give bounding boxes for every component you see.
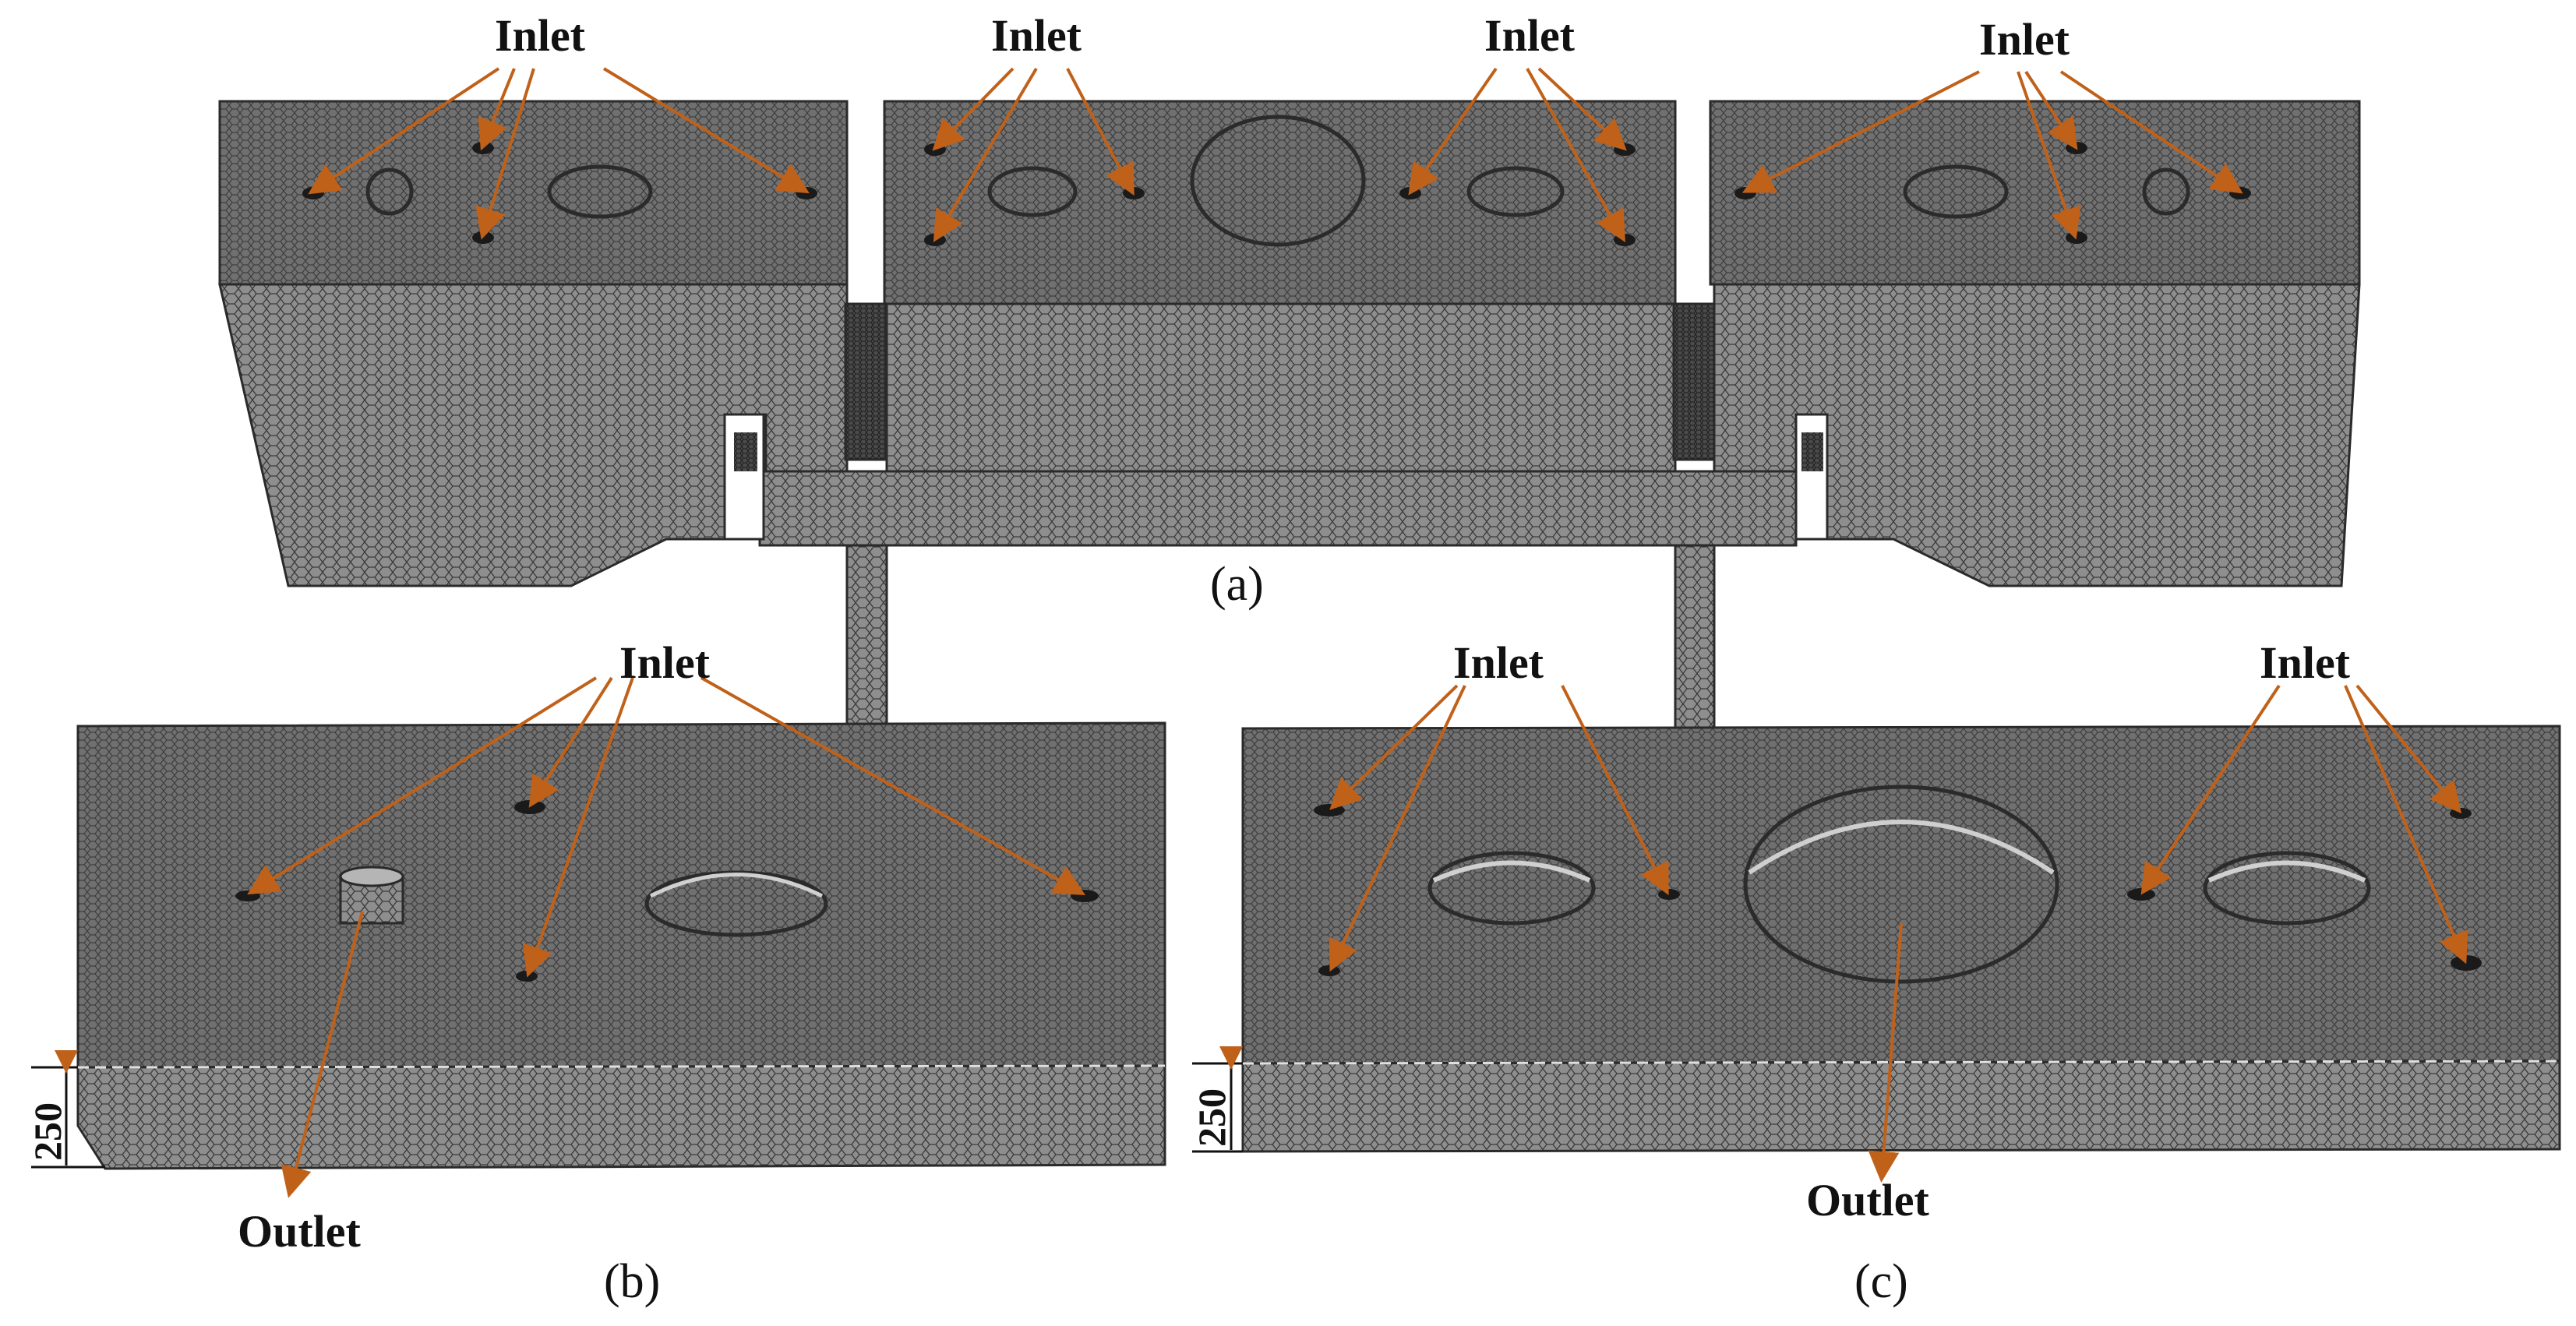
panel-a-gap-right: [1672, 302, 1716, 461]
caption-b: (b): [604, 1255, 660, 1308]
panel-a-gap-left: [844, 302, 887, 461]
inlet-hole: [516, 971, 538, 982]
inlet-hole: [1658, 889, 1680, 900]
dimension-label: 250: [26, 1102, 69, 1161]
panel-b-side-face: [76, 1064, 1166, 1170]
dimension-label: 250: [1190, 1088, 1233, 1147]
inlet-hole: [1318, 965, 1340, 976]
inlet-hole: [2229, 187, 2251, 199]
inlet-hole: [1399, 187, 1421, 199]
inlet-hole: [2450, 808, 2472, 819]
panel-a-channel: [758, 470, 1798, 547]
panel-c-side-face: [1241, 1060, 2561, 1153]
panel-c: 250 Inlet Inlet Outlet (c): [1190, 637, 2561, 1308]
outlet-label: Outlet: [238, 1206, 362, 1257]
inlet-hole: [924, 143, 946, 156]
panel-a: Inlet Inlet Inlet Inlet (a): [218, 10, 2361, 798]
panel-c-dimension: 250: [1190, 1046, 1243, 1153]
inlet-label: Inlet: [2260, 637, 2351, 688]
inlet-hole: [1123, 187, 1145, 199]
inlet-label: Inlet: [1453, 637, 1544, 688]
panel-a-arrows: [308, 67, 2243, 242]
inlet-hole: [1071, 890, 1099, 902]
caption-c: (c): [1854, 1255, 1908, 1308]
inlet-hole: [796, 187, 817, 199]
inlet-hole: [2451, 955, 2482, 971]
inlet-label: Inlet: [495, 10, 586, 61]
panel-b: 250 Inlet Outlet (b): [26, 637, 1166, 1308]
inlet-hole: [924, 234, 946, 246]
inlet-hole: [1314, 804, 1345, 816]
inlet-label: Inlet: [991, 10, 1082, 61]
caption-a: (a): [1210, 558, 1264, 611]
panel-a-top-right: [1709, 100, 2361, 286]
inlet-hole: [2066, 231, 2087, 244]
inlet-hole: [302, 187, 324, 199]
outlet-label: Outlet: [1806, 1175, 1930, 1225]
inlet-hole: [1614, 143, 1636, 156]
inlet-hole: [514, 800, 545, 814]
panel-b-arrows: [247, 676, 1085, 1198]
panel-c-top-face: [1241, 725, 2561, 1065]
panel-b-dimension: 250: [26, 1050, 105, 1169]
panel-c-arrows: [1329, 684, 2468, 1183]
inlet-label: Inlet: [619, 637, 711, 688]
inlet-hole: [235, 890, 260, 901]
panel-a-top-middle: [883, 100, 1677, 305]
inlet-label: Inlet: [1484, 10, 1576, 61]
inlet-hole: [1614, 234, 1636, 246]
inlet-hole: [2127, 888, 2155, 901]
inlet-label: Inlet: [1979, 14, 2070, 65]
inlet-hole: [2066, 142, 2087, 154]
